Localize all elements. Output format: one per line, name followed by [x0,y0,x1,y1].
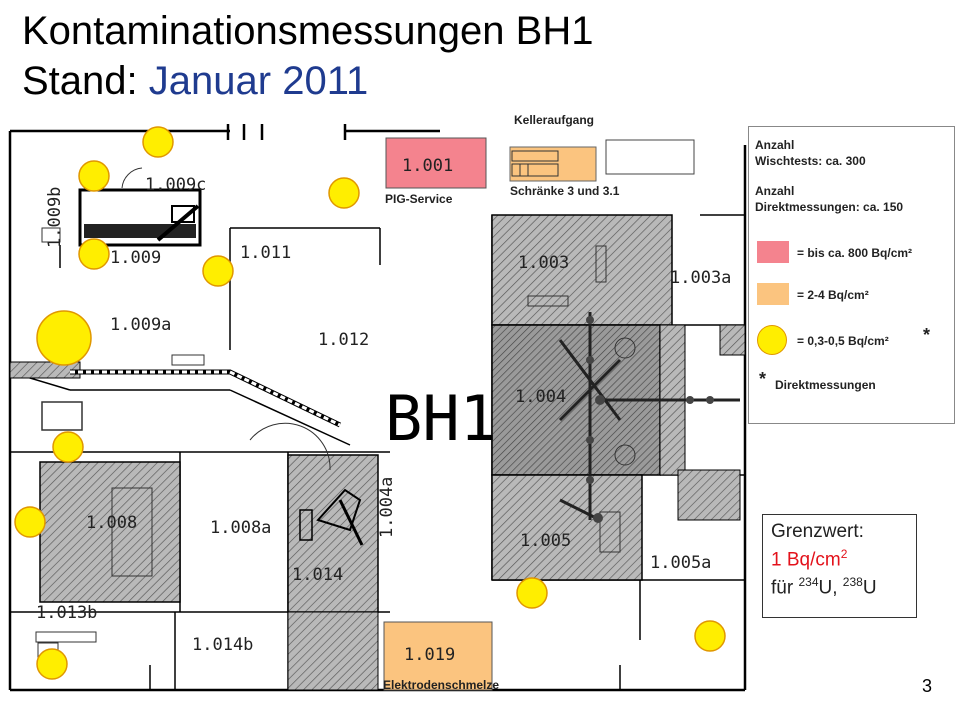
yellow-markers [14,126,726,680]
title-line-2: Stand: Januar 2011 [22,56,593,106]
measurement-point [78,238,110,270]
room-label: 1.009c [145,175,206,195]
legend-box: Anzahl Wischtests: ca. 300 Anzahl Direkt… [748,126,955,424]
room-labels: 1.001 1.009c 1.009b 1.009 1.011 1.009a 1… [36,156,731,665]
legend-wischtests-line1: Anzahl [755,138,795,152]
room-label: 1.019 [404,645,455,665]
measurement-point [36,310,92,366]
title-date: Januar 2011 [148,59,369,103]
room-label: 1.005a [650,553,711,573]
legend-yellow-label: = 0,3-0,5 Bq/cm² [797,334,889,348]
room-label: 1.004a [377,477,397,538]
measurement-point [694,620,726,652]
room-label: 1.004 [515,387,566,407]
room-label: 1.001 [402,156,453,176]
schraenke-label: Schränke 3 und 3.1 [510,184,620,198]
title-line-1: Kontaminationsmessungen BH1 [22,9,594,53]
room-label: 1.012 [318,330,369,350]
legend-direkt-line1: Anzahl [755,184,795,198]
legend-orange-label: = 2-4 Bq/cm² [797,288,869,302]
kelleraufgang-label: Kelleraufgang [514,113,595,127]
room-label: 1.009b [45,187,65,248]
building-label: BH1 [385,382,497,455]
room-1001-red-zone [385,137,487,189]
limit-value-sup: 2 [840,547,848,561]
legend-asterisk: * [923,325,931,345]
room-1014-area [287,454,379,613]
room-1008-area [39,461,181,603]
room-label: 1.008a [210,518,271,538]
page-number: 3 [922,676,933,696]
legend-orange-swatch [757,283,789,305]
measurement-point [142,126,174,158]
measurement-point [202,255,234,287]
footnote-asterisk: * [759,369,767,389]
room-label: 1.003 [518,253,569,273]
room-label: 1.013b [36,603,97,623]
isotope-1-mass: 234 [798,575,819,590]
room-label: 1.014 [292,565,343,585]
measurement-point [516,577,548,609]
legend-wischtests-line2: Wischtests: ca. 300 [755,154,866,168]
limit-isotopes: für 234U, 238U [771,571,908,599]
legend-red-swatch [757,241,789,263]
isotope-2-mass: 238 [842,575,863,590]
legend-yellow-marker [757,325,787,355]
limit-prefix: für [771,577,794,599]
room-label: 1.009 [110,248,161,268]
page-title: Kontaminationsmessungen BH1 Stand: Janua… [22,6,593,106]
elektrodenschmelze-label: Elektrodenschmelze [383,678,500,692]
isotope-2: U [862,577,877,599]
measurement-point [328,177,360,209]
room-1005-area [491,474,643,581]
room-1019-orange-zone [383,621,493,691]
title-stand: Stand: [22,59,138,103]
room-label: 1.011 [240,243,291,263]
pig-service-label: PIG-Service [385,192,453,206]
room-label: 1.014b [192,635,253,655]
limit-box: Grenzwert: 1 Bq/cm2 für 234U, 238U [762,514,917,618]
isotope-1: U, [818,577,838,599]
limit-value-text: 1 Bq/cm [771,549,841,571]
measurement-point [36,648,68,680]
room-label: 1.008 [86,513,137,533]
measurement-point [78,160,110,192]
room-label: 1.005 [520,531,571,551]
room-label: 1.009a [110,315,171,335]
limit-value: 1 Bq/cm2 [771,543,908,571]
legend-direkt-line2: Direktmessungen: ca. 150 [755,200,904,214]
measurement-point [14,506,46,538]
legend-red-label: = bis ca. 800 Bq/cm² [797,246,913,260]
room-label: 1.003a [670,268,731,288]
limit-heading: Grenzwert: [771,521,864,542]
measurement-point [52,431,84,463]
legend-footnote: Direktmessungen [775,378,876,392]
